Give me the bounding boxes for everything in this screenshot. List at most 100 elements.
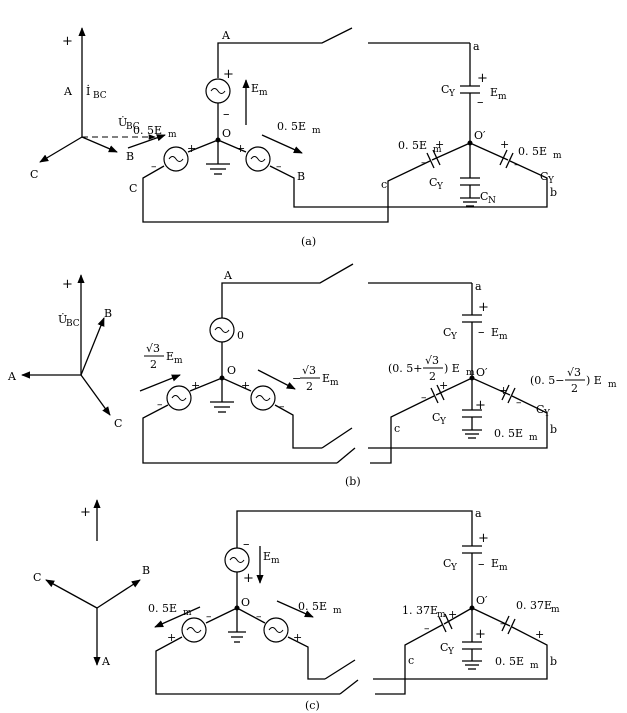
caption-b: (b) (345, 475, 361, 488)
polarity-plus: + (243, 571, 254, 586)
wire-C-loop (142, 165, 389, 223)
cap-voltage-right-em-sub: m (608, 380, 617, 390)
wire-B-loop (274, 404, 322, 449)
cap-label-sub: Y (447, 647, 455, 657)
polarity-minus: – (421, 391, 427, 404)
cap-label-sub: Y (547, 176, 555, 186)
polarity-plus: + (478, 531, 489, 546)
cap-label: C (480, 190, 488, 203)
capacitor-plate (426, 152, 435, 169)
cap-label: C (432, 411, 440, 424)
ground-icon (460, 197, 480, 207)
panel-b: + U̇ BC B A C (7, 263, 617, 488)
node-label-c: c (394, 422, 400, 435)
caption-a: (a) (301, 235, 316, 248)
cap-voltage-left-sub: m (433, 145, 442, 155)
node-label-B: B (297, 170, 305, 183)
emf-label-A-sub: m (259, 88, 268, 98)
wire (509, 160, 548, 193)
node-label-O: O (222, 127, 231, 140)
ac-symbol-icon (250, 156, 266, 162)
cap-label-sub: Y (450, 332, 458, 342)
wire-a (236, 510, 473, 548)
cap-label-sub: Y (436, 182, 444, 192)
wire (431, 142, 471, 161)
polarity-minus: – (151, 160, 157, 173)
cap-label: C (429, 176, 437, 189)
voltage-left-label: 0. 5E (148, 602, 177, 615)
voltage-right-den: 2 (306, 380, 313, 393)
cap-voltage-center: 0. 5E (495, 655, 524, 668)
wire (187, 139, 219, 153)
wire (189, 377, 223, 392)
wire (387, 160, 431, 207)
ground-icon (210, 401, 234, 413)
switch-c (336, 447, 356, 464)
voltage-left-em-sub: m (174, 356, 183, 366)
cap-label-sub: Y (543, 409, 551, 419)
em-label: E (491, 326, 499, 339)
node-label-O: O (227, 364, 236, 377)
node-label-a: a (475, 507, 482, 520)
wire (390, 395, 435, 436)
phasor-ubc-sub: BC (66, 319, 80, 329)
cap-voltage-right: 0. 5E (518, 145, 547, 158)
cap-voltage-right-sub: m (551, 605, 560, 615)
wire-A-switch (217, 27, 353, 78)
polarity-minus: – (514, 158, 520, 171)
wire-B-loop (269, 165, 548, 208)
voltage-right-sqrt: √3 (302, 364, 316, 377)
wire (511, 395, 548, 432)
capacitor-plate (507, 387, 516, 404)
polarity-minus: – (276, 160, 282, 173)
phasor-diagram-a: + A İ BC C B U̇ BC (30, 27, 156, 181)
voltage-arrow-right (276, 600, 314, 618)
wire-A-switch (221, 263, 354, 318)
wire (511, 626, 548, 664)
polarity-minus: – (424, 622, 430, 635)
source-network-b (139, 263, 548, 464)
wire (370, 436, 392, 464)
capacitor-plate (444, 613, 453, 630)
polarity-plus: + (293, 631, 302, 644)
polarity-plus: + (475, 398, 486, 413)
emf-label-A: E (263, 550, 271, 563)
source-value-zero: 0 (237, 329, 244, 342)
voltage-left-label: 0. 5E (133, 124, 162, 137)
wire (469, 142, 509, 161)
phasor-plus-label: + (80, 505, 91, 520)
cap-voltage-left-em: ) E (444, 362, 460, 375)
node-label-c: c (408, 654, 414, 667)
cap-voltage-left: 1. 37E (402, 604, 438, 617)
cap-voltage-left-sub: m (437, 610, 446, 620)
polarity-minus: – (157, 398, 163, 411)
voltage-right-em-sub: m (330, 378, 339, 388)
node-label-O-prime: O′ (474, 129, 486, 142)
phasor-ibc-label: İ (86, 84, 90, 98)
polarity-minus: – (243, 537, 250, 552)
wire-C-loop (155, 636, 340, 695)
cap-voltage-center: 0. 5E (494, 427, 523, 440)
phasor-label-C: C (33, 571, 41, 584)
phasor-b (81, 136, 118, 153)
cap-label: C (441, 83, 449, 96)
voltage-left-den: 2 (150, 358, 157, 371)
phasor-ibc-sub: BC (93, 91, 107, 101)
ac-symbol-icon (210, 88, 226, 94)
wire (205, 607, 238, 624)
capacitor-plate (501, 384, 510, 401)
wire (236, 607, 266, 624)
node-label-O-prime: O′ (476, 594, 488, 607)
em-label: E (490, 86, 498, 99)
voltage-arrow-right (257, 369, 296, 390)
ac-symbol-icon (186, 627, 202, 633)
phasor-label-B: B (104, 307, 112, 320)
voltage-arrow-left (127, 134, 166, 149)
ac-symbol-icon (168, 156, 184, 162)
cap-label-sub: N (488, 196, 496, 206)
voltage-right-label: 0. 5E (277, 120, 306, 133)
em-label-sub: m (499, 332, 508, 342)
polarity-minus: – (421, 156, 427, 169)
node-label-O-prime: O′ (476, 366, 488, 379)
ac-symbol-icon (229, 557, 245, 563)
